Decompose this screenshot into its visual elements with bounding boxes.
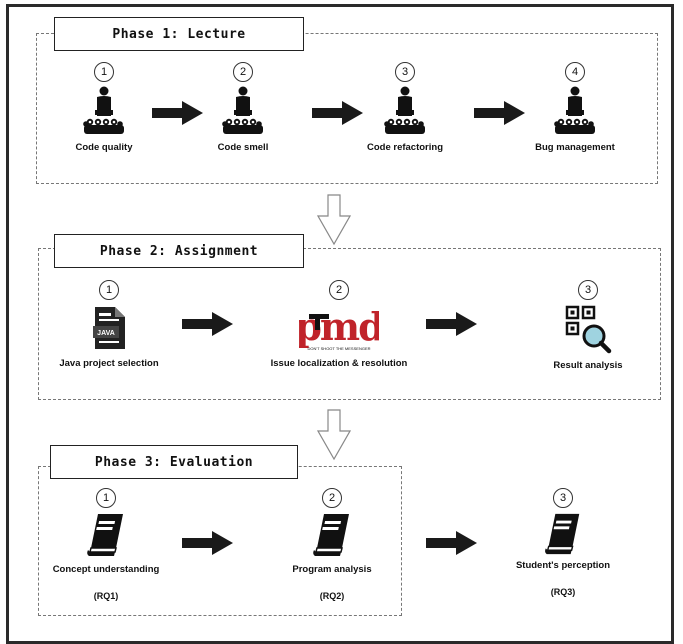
step-label: Code refactoring — [366, 142, 443, 153]
right-arrow-icon — [312, 101, 363, 125]
right-arrow-icon — [182, 312, 233, 336]
pmd-logo: pmd DON'T SHOOT THE MESSENGER — [299, 304, 379, 351]
down-arrow-icon — [317, 409, 351, 461]
research-question-label: (RQ3) — [550, 587, 576, 597]
step-number: 3 — [553, 488, 573, 508]
step-label: Result analysis — [553, 360, 623, 371]
step-number: 1 — [94, 62, 114, 82]
phase-3-step-2: 2 Program analysis (RQ2) — [247, 488, 417, 601]
book-icon — [86, 513, 124, 557]
java-icon-text: JAVA — [97, 330, 115, 337]
phase-2-box — [38, 248, 661, 400]
step-number: 1 — [96, 488, 116, 508]
java-file-icon: JAVA — [93, 307, 125, 349]
step-number: 3 — [395, 62, 415, 82]
right-arrow-icon — [426, 312, 477, 336]
phase-1-box — [36, 33, 658, 184]
phase-1-step-3: 3 Code refactoring — [320, 62, 490, 153]
phase-1-step-4: 4 Bug management — [490, 62, 660, 153]
research-question-label: (RQ1) — [93, 591, 119, 601]
phase-1-step-1: 1 Code quality — [19, 62, 189, 153]
step-number: 2 — [322, 488, 342, 508]
phase-2-title: Phase 2: Assignment — [54, 234, 304, 268]
phase-1-step-2: 2 Code smell — [158, 62, 328, 153]
right-arrow-icon — [474, 101, 525, 125]
step-label: Student's perception — [515, 560, 611, 571]
phase-2-step-1: 1 JAVA Java project selection — [24, 280, 194, 369]
lecturer-audience-icon — [554, 86, 595, 134]
step-number: 2 — [233, 62, 253, 82]
step-number: 3 — [578, 280, 598, 300]
step-label: Code smell — [217, 142, 269, 153]
step-label: Program analysis — [292, 564, 372, 575]
step-label: Java project selection — [59, 358, 159, 369]
down-arrow-icon — [317, 194, 351, 246]
book-icon — [312, 513, 350, 557]
pmd-logo-text: pmd — [299, 304, 379, 349]
phase-2-step-3: 3 Result analysis — [503, 280, 673, 371]
step-number: 4 — [565, 62, 585, 82]
pmd-logo-subtext: DON'T SHOOT THE MESSENGER — [308, 346, 371, 351]
lecturer-audience-icon — [83, 86, 124, 134]
phase-3-title: Phase 3: Evaluation — [50, 445, 298, 479]
step-label: Concept understanding — [52, 564, 160, 575]
phase-3-step-3: 3 Student's perception (RQ3) — [478, 488, 648, 597]
step-label: Code quality — [75, 142, 133, 153]
right-arrow-icon — [182, 531, 233, 555]
right-arrow-icon — [426, 531, 477, 555]
step-number: 2 — [329, 280, 349, 300]
book-icon — [544, 513, 580, 555]
right-arrow-icon — [152, 101, 203, 125]
step-number: 1 — [99, 280, 119, 300]
phase-1-title: Phase 1: Lecture — [54, 17, 304, 51]
phase-2-step-2: 2 pmd DON'T SHOOT THE MESSENGER Issue lo… — [254, 280, 424, 369]
step-label: Bug management — [535, 142, 615, 153]
step-label: Issue localization & resolution — [270, 358, 408, 369]
qr-magnifier-icon — [565, 305, 612, 354]
lecturer-audience-icon — [222, 86, 263, 134]
lecturer-audience-icon — [384, 86, 425, 134]
research-question-label: (RQ2) — [319, 591, 345, 601]
phase-3-step-1: 1 Concept understanding (RQ1) — [21, 488, 191, 601]
